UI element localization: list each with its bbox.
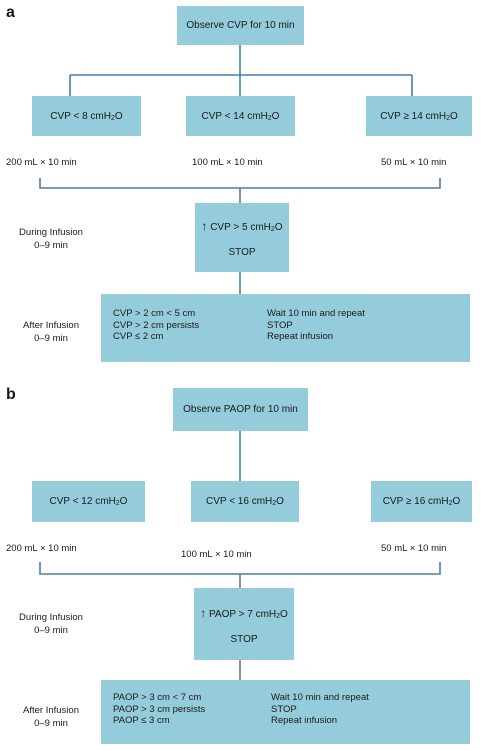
a-observe-box: Observe CVP for 10 min <box>177 6 304 45</box>
a-during-criterion: ↑ CVP > 5 cmH2O <box>201 219 283 233</box>
a-during-label: During Infusion 0–9 min <box>19 227 83 251</box>
a-during-box: ↑ CVP > 5 cmH2O STOP <box>195 203 289 272</box>
b-during-label: During Infusion 0–9 min <box>19 612 83 636</box>
b-branch-box-2: CVP < 16 cmH2O <box>191 481 299 522</box>
panel-a-label: a <box>6 4 15 21</box>
a-observe-text: Observe CVP for 10 min <box>186 20 295 31</box>
a-branch-2-text: CVP < 14 cmH2O <box>201 110 280 122</box>
a-branch-box-2: CVP < 14 cmH2O <box>186 96 295 136</box>
panel-b-label: b <box>6 386 16 403</box>
b-during-action: STOP <box>230 633 258 645</box>
b-branch-2-text: CVP < 16 cmH2O <box>206 496 284 507</box>
a-after-label: After Infusion 0–9 min <box>23 320 79 344</box>
b-observe-box: Observe PAOP for 10 min <box>173 388 308 431</box>
a-volume-2: 100 mL × 10 min <box>192 157 263 168</box>
a-after-actions: Wait 10 min and repeat STOP Repeat infus… <box>267 308 365 342</box>
b-volume-1: 200 mL × 10 min <box>6 543 77 554</box>
a-after-box: CVP > 2 cm < 5 cm CVP > 2 cm persists CV… <box>101 294 470 362</box>
a-volume-1: 200 mL × 10 min <box>6 157 77 168</box>
b-branch-1-text: CVP < 12 cmH2O <box>49 496 128 507</box>
b-volume-3: 50 mL × 10 min <box>381 543 447 554</box>
up-arrow-icon: ↑ <box>201 219 208 233</box>
b-after-conditions: PAOP > 3 cm < 7 cm PAOP > 3 cm persists … <box>113 692 206 726</box>
b-volume-2: 100 mL × 10 min <box>181 549 252 560</box>
a-branch-1-text: CVP < 8 cmH2O <box>50 110 123 122</box>
b-branch-3-text: CVP ≥ 16 cmH2O <box>382 496 461 507</box>
b-merge-brace <box>39 562 441 575</box>
b-during-criterion: ↑ PAOP > 7 cmH2O <box>200 605 288 620</box>
b-after-label: After Infusion 0–9 min <box>23 705 79 729</box>
b-during-box: ↑ PAOP > 7 cmH2O STOP <box>194 588 294 660</box>
up-arrow-icon: ↑ <box>200 605 207 620</box>
a-after-conditions: CVP > 2 cm < 5 cm CVP > 2 cm persists CV… <box>113 308 200 342</box>
a-merge-brace <box>39 178 441 189</box>
b-after-actions: Wait 10 min and repeat STOP Repeat infus… <box>271 692 369 726</box>
a-branch-box-1: CVP < 8 cmH2O <box>32 96 141 136</box>
a-branch-3-text: CVP ≥ 14 cmH2O <box>380 110 458 122</box>
b-branch-box-3: CVP ≥ 16 cmH2O <box>371 481 472 522</box>
a-volume-3: 50 mL × 10 min <box>381 157 447 168</box>
a-branch-box-3: CVP ≥ 14 cmH2O <box>366 96 472 136</box>
b-observe-text: Observe PAOP for 10 min <box>183 404 298 415</box>
a-during-action: STOP <box>228 247 256 258</box>
b-branch-box-1: CVP < 12 cmH2O <box>32 481 145 522</box>
b-after-box: PAOP > 3 cm < 7 cm PAOP > 3 cm persists … <box>101 680 470 744</box>
